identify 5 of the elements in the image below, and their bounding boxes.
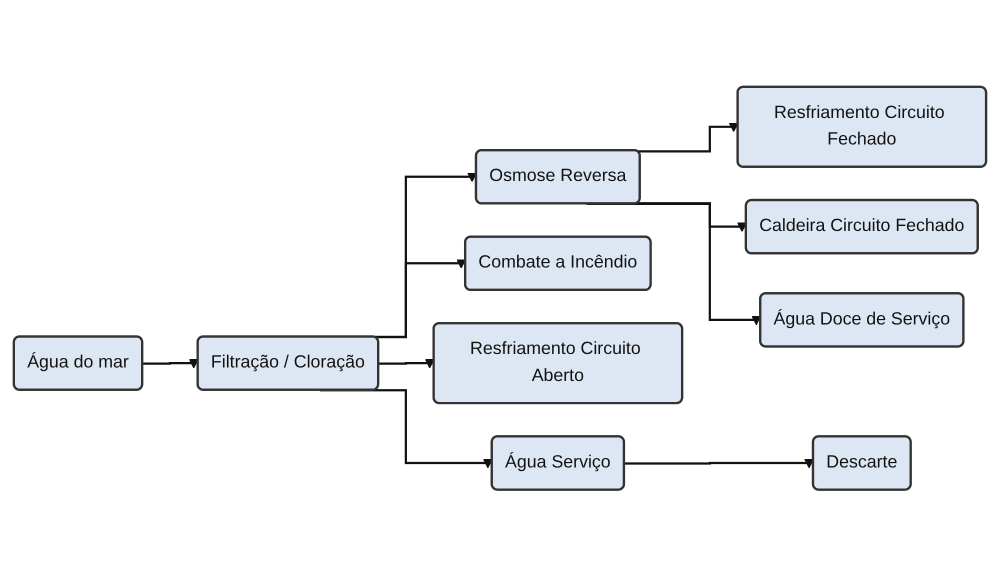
arrow [142, 358, 198, 368]
arrow [636, 122, 738, 152]
arrow [636, 202, 746, 232]
arrow [624, 458, 814, 468]
arrow [378, 358, 434, 368]
